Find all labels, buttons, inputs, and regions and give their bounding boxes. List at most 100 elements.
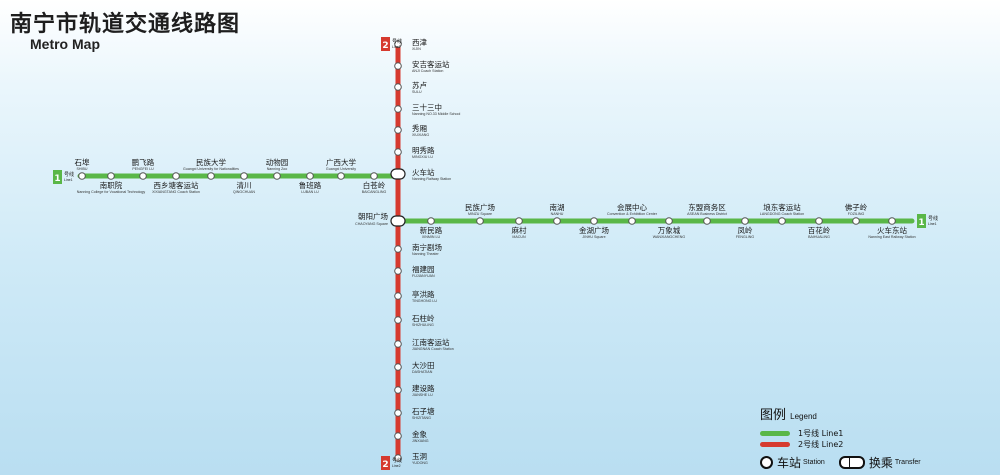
station-name: 火车站 [412,167,435,177]
station-name-en: Guangxi University for Nationalities [183,167,239,171]
station-name: 明秀路 [412,145,435,155]
transfer-station-icon [390,215,406,227]
station-marker [778,217,786,225]
line1-badge-en: Line1 [64,178,73,182]
station-name-en: Nanning College for Vocational Technolog… [77,190,146,194]
station-name-en: BAIHUALING [808,235,830,239]
station-name-en: Nanning Theater [412,252,440,256]
transfer-station-icon [390,168,406,180]
station-name: 玉洞 [412,452,427,461]
line2-badge-cn: 号线 [392,38,402,45]
station-name: 西乡塘客运站 [154,180,199,190]
station-name: 西津 [412,38,427,47]
station-name: 苏卢 [412,80,427,90]
station-marker [172,172,180,180]
legend-line1-label: 1号线 Line1 [798,428,844,438]
station-marker [476,217,484,225]
station-marker [852,217,860,225]
transfer-symbol-icon [838,456,865,469]
line1-badge-number: 1 [54,174,60,184]
station-marker [370,172,378,180]
map-subtitle: Metro Map [30,36,100,52]
line1-badge-cn: 号线 [64,171,74,178]
legend-title: 图例 Legend [760,404,817,423]
legend-station-label: 车站 [777,456,802,470]
line1-swatch [760,430,790,436]
station-name: 会展中心 [617,202,647,212]
station-name: 万象城 [658,225,681,235]
station-name-en: MINZU Square [468,212,492,216]
station-name: 白苍岭 [363,180,386,190]
station-marker [273,172,281,180]
station-name: 广西大学 [326,157,356,167]
line2-badge-number: 2 [382,460,388,470]
station-marker [107,172,115,180]
station-name-en: TINGHONG LU [412,299,437,303]
line1-badge-en: Line1 [928,222,937,226]
station-name: 凤岭 [738,225,753,235]
station-name: 石子塘 [412,406,435,416]
station-marker [394,386,402,394]
station-name-en: Nanning Railway Station [412,177,451,181]
station-name: 鹏飞路 [132,157,155,167]
station-name-en: SHIBU [77,167,88,171]
station-marker [394,409,402,417]
station-marker [337,172,345,180]
station-name-en: QINGCHUAN [233,190,255,194]
station-marker [815,217,823,225]
station-marker [394,316,402,324]
station-name: 石埠 [75,157,90,167]
station-name-en: NANHU [551,212,564,216]
station-name: 清川 [237,180,252,190]
station-name: 南宁剧场 [412,242,442,252]
station-name: 埌东客运站 [763,202,801,212]
legend-line2-label: 2号线 Line2 [798,439,844,449]
station-name-en: Nanning Zoo [267,167,288,171]
legend-transfer-en: Transfer [894,459,921,466]
station-name-en: JINXIANG [412,439,429,443]
legend-symbols: 车站 Station 换乘 Transfer [760,454,921,471]
station-name-en: Nanning NO.33 Middle School [412,112,461,116]
legend-line2: 2号线 Line2 [760,439,843,449]
station-name-en: XIJIN [412,47,421,51]
station-marker [394,40,402,48]
station-name-en: Nanning East Railway Station [868,235,915,239]
station-name-en: BAICANGLING [362,190,387,194]
station-marker [394,340,402,348]
station-marker [240,172,248,180]
station-name-en: LANGDONG Coach Station [760,212,804,216]
line2-badge-cn: 号线 [392,457,402,464]
station-marker [394,363,402,371]
station-name: 鲁班路 [299,180,322,190]
station-name: 动物园 [266,157,289,167]
station-name-en: SHIZITANG [412,416,431,420]
station-marker [394,83,402,91]
station-marker [553,217,561,225]
station-marker [394,148,402,156]
station-name: 南职院 [100,180,123,190]
station-marker [394,245,402,253]
line2-badge [381,456,390,470]
station-marker [703,217,711,225]
station-marker [628,217,636,225]
legend-station-en: Station [803,459,825,466]
station-name: 民族大学 [196,157,226,167]
station-name: 大沙田 [412,360,435,370]
legend-transfer-label: 换乘 [868,456,893,470]
station-name-en: PENGFEI LU [132,167,154,171]
station-name-en: FOZILING [848,212,865,216]
station-name-en: LUBAN LU [301,190,319,194]
station-marker [207,172,215,180]
station-symbol-icon [760,456,773,469]
line1-badge-cn: 号线 [928,215,938,222]
station-marker [306,172,314,180]
station-name-en: JIANSHE LU [412,393,433,397]
station-name-en: FENGLING [736,235,755,239]
station-name-en: JINHU Square [582,235,605,239]
map-title: 南宁市轨道交通线路图 [10,12,241,37]
legend-title-en: Legend [790,412,817,421]
station-name: 金象 [412,429,427,439]
line2-badge-en: Line2 [392,45,401,49]
